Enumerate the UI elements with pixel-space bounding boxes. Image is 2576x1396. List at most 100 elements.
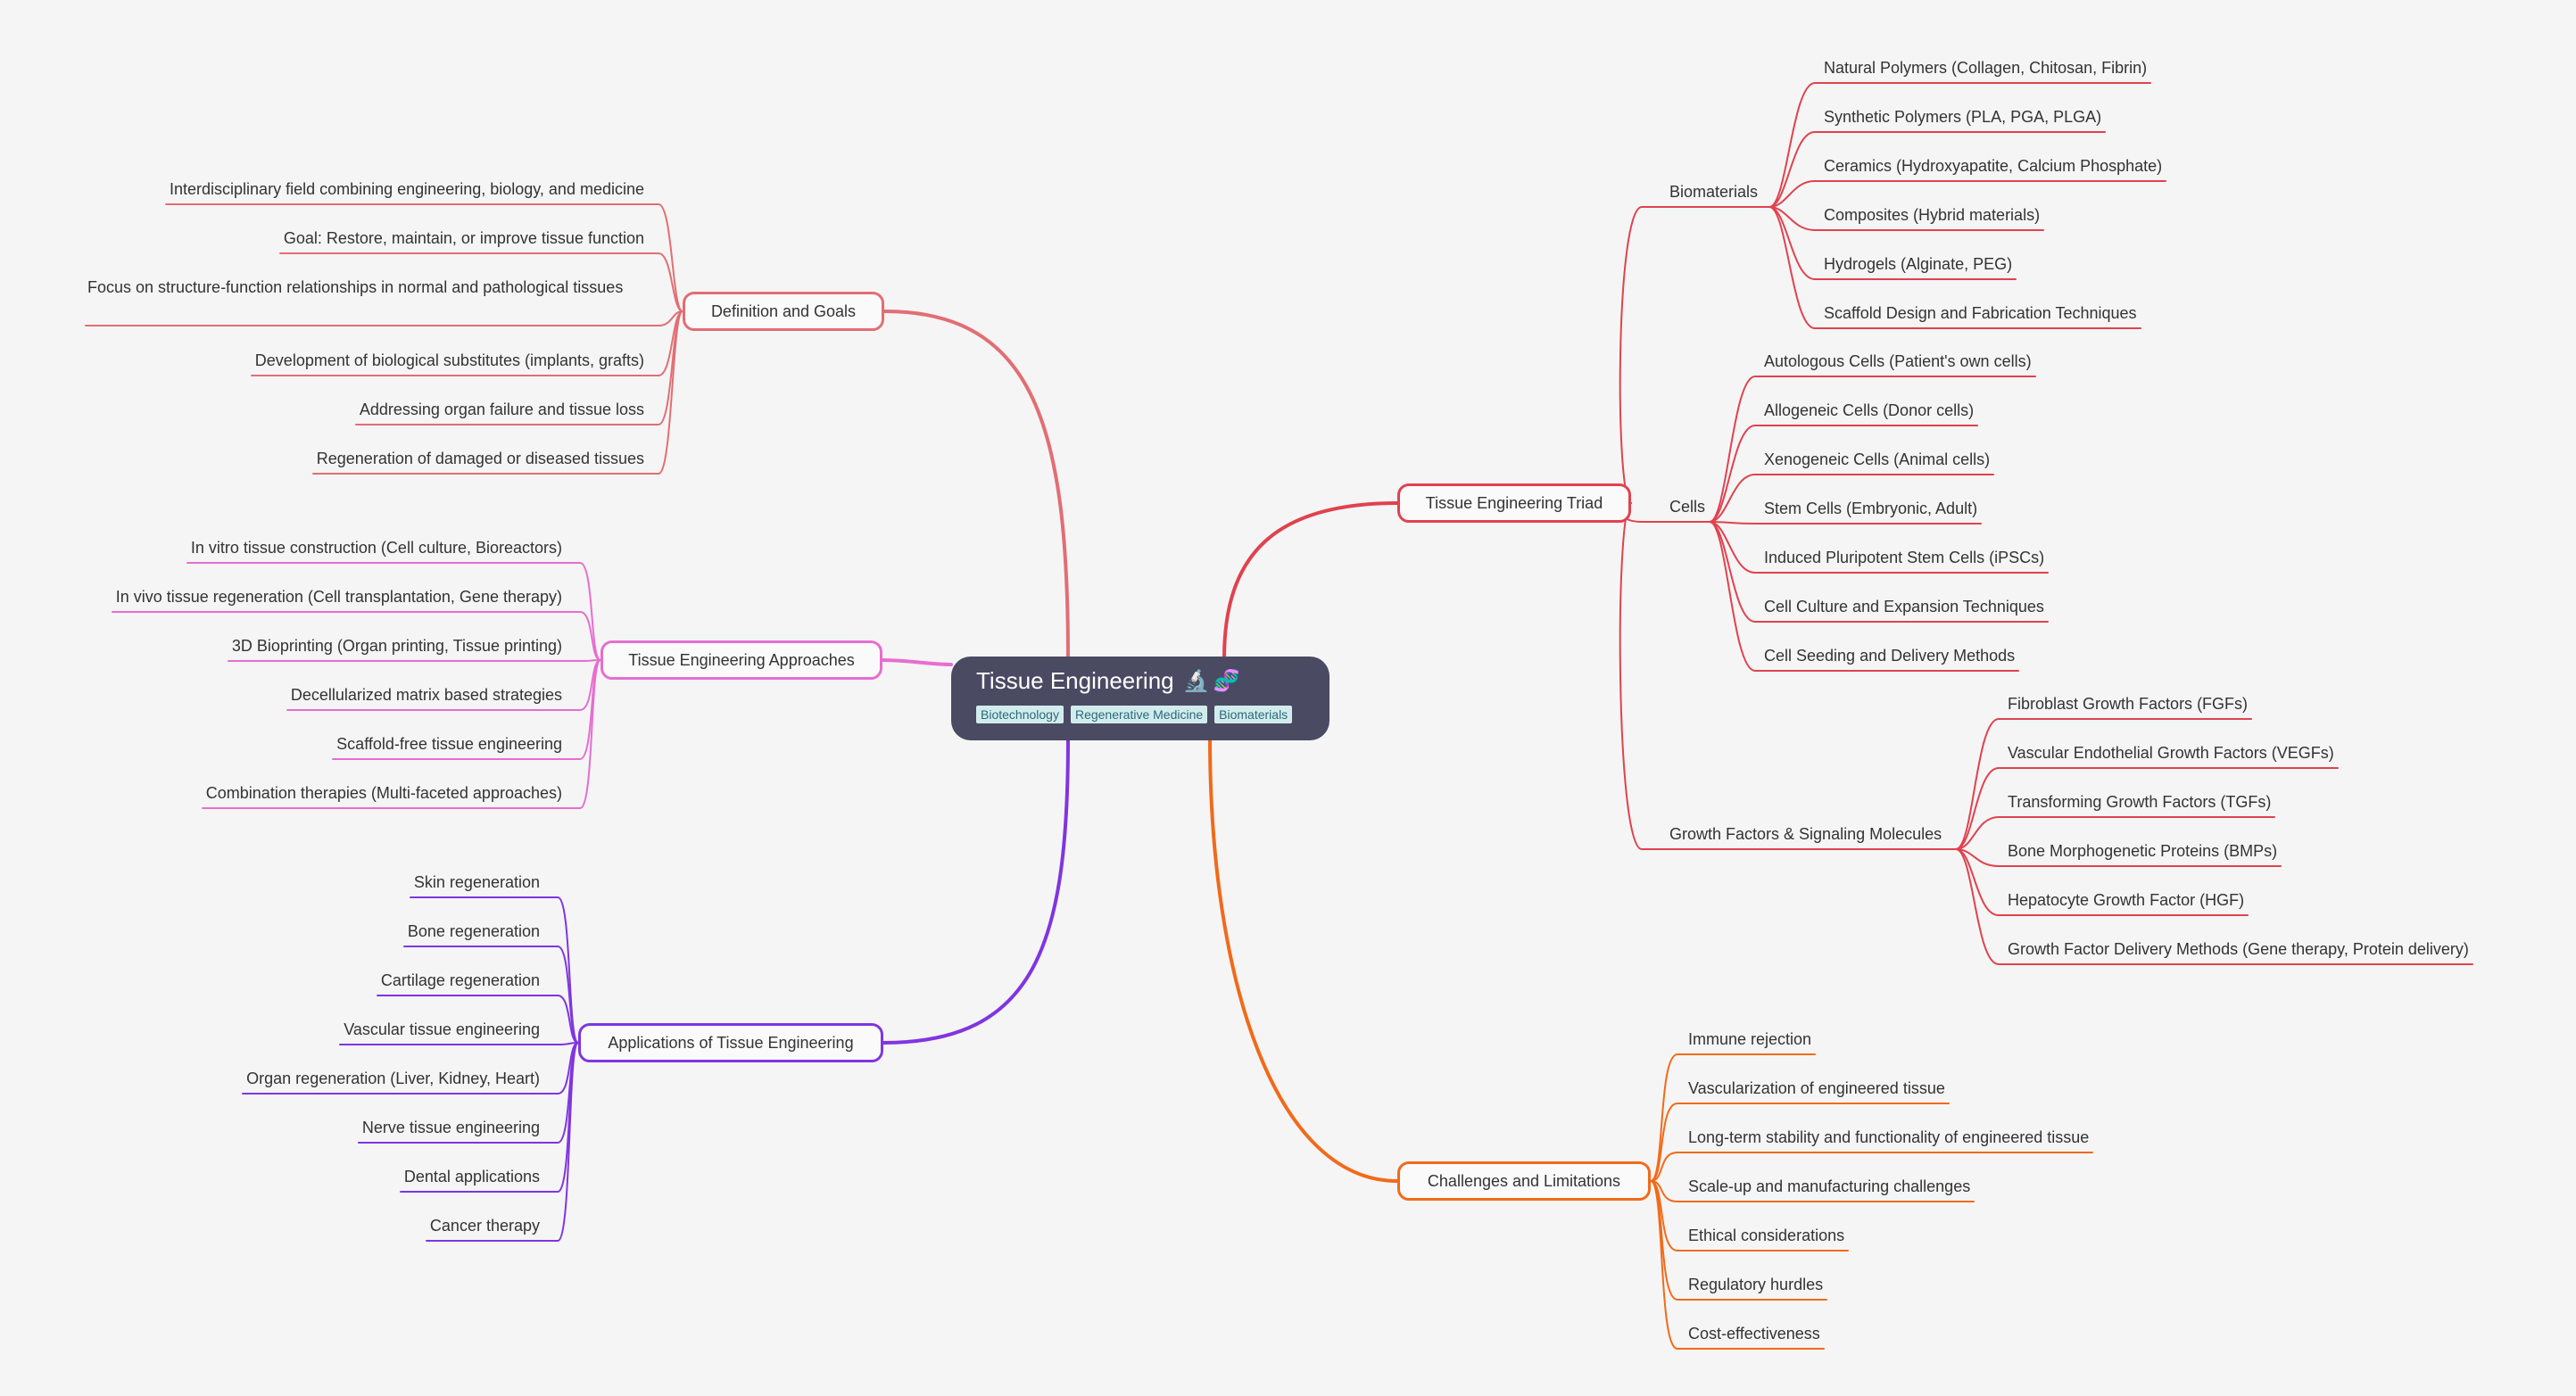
branch-definition-and-goals[interactable]: Definition and Goals	[683, 292, 884, 331]
connector-line	[403, 946, 579, 1044]
connector-line	[1709, 521, 2019, 672]
leaf-vascular-tissue-engineering[interactable]: Vascular tissue engineering	[344, 1020, 540, 1038]
leaf-fibroblast-growth-factors-fgfs[interactable]: Fibroblast Growth Factors (FGFs)	[2008, 695, 2249, 713]
connector-line	[1208, 737, 1399, 1183]
root-title: Tissue Engineering	[976, 667, 1174, 694]
connector-line	[1709, 425, 1978, 523]
group-growth-factors[interactable]: Growth Factors & Signaling Molecules	[1669, 825, 1942, 843]
leaf-vascularization-of-engineered-tissue[interactable]: Vascularization of engineered tissue	[1688, 1079, 1945, 1097]
leaf-scale-up-and-manufacturing-challenges[interactable]: Scale-up and manufacturing challenges	[1688, 1177, 1971, 1195]
connector-line	[1768, 206, 2141, 329]
connector-line	[1709, 376, 2036, 523]
leaf-transforming-growth-factors-tgfs[interactable]: Transforming Growth Factors (TGFs)	[2008, 793, 2272, 811]
connector-line	[339, 1042, 579, 1045]
connector-line	[186, 562, 601, 661]
connector-line	[1955, 718, 2252, 850]
connector-line	[1709, 474, 1994, 523]
leaf-allogeneic-cells-donor-cells[interactable]: Allogeneic Cells (Donor cells)	[1764, 401, 1975, 419]
leaf-composites-hybrid-materials[interactable]: Composites (Hybrid materials)	[1824, 206, 2041, 224]
connector-line	[1768, 131, 2106, 208]
leaf-cell-culture-and-expansion-techniques[interactable]: Cell Culture and Expansion Techniques	[1764, 598, 2044, 615]
connector-line	[881, 658, 953, 666]
connector-line	[1650, 1053, 1816, 1182]
connector-line	[1709, 521, 1982, 525]
branch-approaches[interactable]: Tissue Engineering Approaches	[601, 640, 882, 680]
connector-line	[882, 737, 1070, 1045]
leaf-autologous-cells-patient-s-own-cells[interactable]: Autologous Cells (Patient's own cells)	[1764, 352, 2032, 370]
tag-biotechnology[interactable]: Biotechnology	[976, 706, 1064, 723]
leaf-addressing-organ-failure-and-tissue-loss[interactable]: Addressing organ failure and tissue loss	[359, 401, 644, 418]
connector-line	[1955, 848, 2282, 867]
connector-line	[1222, 501, 1399, 660]
connector-line	[1619, 502, 1957, 850]
leaf-bone-morphogenetic-proteins-bmps[interactable]: Bone Morphogenetic Proteins (BMPs)	[2008, 842, 2278, 860]
leaf-stem-cells-embryonic-adult[interactable]: Stem Cells (Embryonic, Adult)	[1764, 500, 1978, 517]
leaf-cost-effectiveness[interactable]: Cost-effectiveness	[1688, 1325, 1820, 1342]
connector-line	[1650, 1103, 1950, 1182]
leaf-long-term-stability-and-functionality-of[interactable]: Long-term stability and functionality of…	[1688, 1128, 2090, 1146]
dna-icon: 🧬	[1213, 668, 1240, 693]
connector-line	[1768, 206, 2044, 231]
branch-triad[interactable]: Tissue Engineering Triad	[1397, 483, 1631, 523]
connector-line	[426, 1042, 579, 1242]
leaf-cell-seeding-and-delivery-methods[interactable]: Cell Seeding and Delivery Methods	[1764, 647, 2016, 665]
leaf-organ-regeneration-liver-kidney-heart[interactable]: Organ regeneration (Liver, Kidney, Heart…	[246, 1070, 540, 1087]
leaf-nerve-tissue-engineering[interactable]: Nerve tissue engineering	[361, 1119, 540, 1136]
leaf-ceramics-hydroxyapatite-calcium-phosphat[interactable]: Ceramics (Hydroxyapatite, Calcium Phosph…	[1824, 157, 2163, 175]
connector-line	[312, 310, 683, 475]
leaf-hydrogels-alginate-peg[interactable]: Hydrogels (Alginate, PEG)	[1824, 255, 2013, 273]
leaf-focus-on-structure-function-relationship[interactable]: Focus on structure-function relationship…	[87, 278, 624, 296]
leaf-immune-rejection[interactable]: Immune rejection	[1688, 1030, 1812, 1048]
connector-line	[1955, 848, 2473, 965]
branch-challenges[interactable]: Challenges and Limitations	[1397, 1161, 1651, 1201]
connector-line	[279, 252, 683, 312]
leaf-development-of-biological-substitutes-im[interactable]: Development of biological substitutes (i…	[254, 351, 644, 369]
leaf-skin-regeneration[interactable]: Skin regeneration	[413, 873, 540, 891]
leaf-bone-regeneration[interactable]: Bone regeneration	[407, 922, 540, 940]
tag-regenerative-medicine[interactable]: Regenerative Medicine	[1070, 706, 1208, 723]
connector-line	[1955, 816, 2275, 850]
connector-line	[202, 659, 601, 809]
leaf-dental-applications[interactable]: Dental applications	[403, 1168, 540, 1185]
leaf-cartilage-regeneration[interactable]: Cartilage regeneration	[380, 971, 540, 989]
leaf-3d-bioprinting-organ-printing-tissue-pri[interactable]: 3D Bioprinting (Organ printing, Tissue p…	[231, 637, 562, 655]
group-biomaterials[interactable]: Biomaterials	[1669, 183, 1759, 201]
connector-line	[1619, 206, 1770, 504]
leaf-scaffold-design-and-fabrication-techniqu[interactable]: Scaffold Design and Fabrication Techniqu…	[1824, 304, 2137, 322]
leaf-cancer-therapy[interactable]: Cancer therapy	[429, 1217, 540, 1235]
leaf-interdisciplinary-field-combining-engine[interactable]: Interdisciplinary field combining engine…	[170, 180, 644, 198]
leaf-goal-restore-maintain-or-improve-tissue-[interactable]: Goal: Restore, maintain, or improve tiss…	[283, 229, 644, 247]
connector-line	[1768, 206, 2017, 280]
leaf-decellularized-matrix-based-strategies[interactable]: Decellularized matrix based strategies	[290, 686, 562, 704]
connector-line	[1768, 180, 2166, 208]
connector-line	[1709, 521, 2049, 574]
leaf-growth-factor-delivery-methods-gene-ther[interactable]: Growth Factor Delivery Methods (Gene the…	[2008, 940, 2469, 958]
connector-line	[1955, 848, 2249, 916]
leaf-natural-polymers-collagen-chitosan-fibri[interactable]: Natural Polymers (Collagen, Chitosan, Fi…	[1824, 59, 2148, 77]
leaf-synthetic-polymers-pla-pga-plga[interactable]: Synthetic Polymers (PLA, PGA, PLGA)	[1824, 108, 2102, 126]
microscope-icon: 🔬	[1182, 668, 1210, 693]
leaf-in-vitro-tissue-construction-cell-cultur[interactable]: In vitro tissue construction (Cell cultu…	[190, 539, 562, 557]
connector-line	[165, 203, 683, 312]
leaf-vascular-endothelial-growth-factors-vegf[interactable]: Vascular Endothelial Growth Factors (VEG…	[2008, 744, 2334, 762]
connector-line	[1955, 767, 2339, 850]
connector-line	[882, 310, 1070, 660]
connector-line	[1650, 1180, 1825, 1350]
leaf-in-vivo-tissue-regeneration-cell-transpl[interactable]: In vivo tissue regeneration (Cell transp…	[115, 588, 562, 606]
tag-biomaterials[interactable]: Biomaterials	[1214, 706, 1293, 723]
connector-line	[1768, 82, 2151, 208]
leaf-regeneration-of-damaged-or-diseased-tiss[interactable]: Regeneration of damaged or diseased tiss…	[316, 450, 644, 467]
leaf-regulatory-hurdles[interactable]: Regulatory hurdles	[1688, 1276, 1824, 1293]
connector-line	[85, 310, 683, 326]
leaf-combination-therapies-multi-faceted-appr[interactable]: Combination therapies (Multi-faceted app…	[205, 784, 562, 802]
connector-line	[112, 611, 601, 661]
leaf-xenogeneic-cells-animal-cells[interactable]: Xenogeneic Cells (Animal cells)	[1764, 450, 1991, 468]
group-cells[interactable]: Cells	[1669, 498, 1706, 516]
leaf-induced-pluripotent-stem-cells-ipscs[interactable]: Induced Pluripotent Stem Cells (iPSCs)	[1764, 549, 2045, 566]
root-node[interactable]: Tissue Engineering 🔬 🧬 Biotechnology Reg…	[951, 657, 1329, 740]
leaf-hepatocyte-growth-factor-hgf[interactable]: Hepatocyte Growth Factor (HGF)	[2008, 891, 2245, 909]
leaf-scaffold-free-tissue-engineering[interactable]: Scaffold-free tissue engineering	[336, 735, 562, 753]
branch-applications[interactable]: Applications of Tissue Engineering	[578, 1023, 883, 1062]
leaf-ethical-considerations[interactable]: Ethical considerations	[1688, 1227, 1845, 1244]
